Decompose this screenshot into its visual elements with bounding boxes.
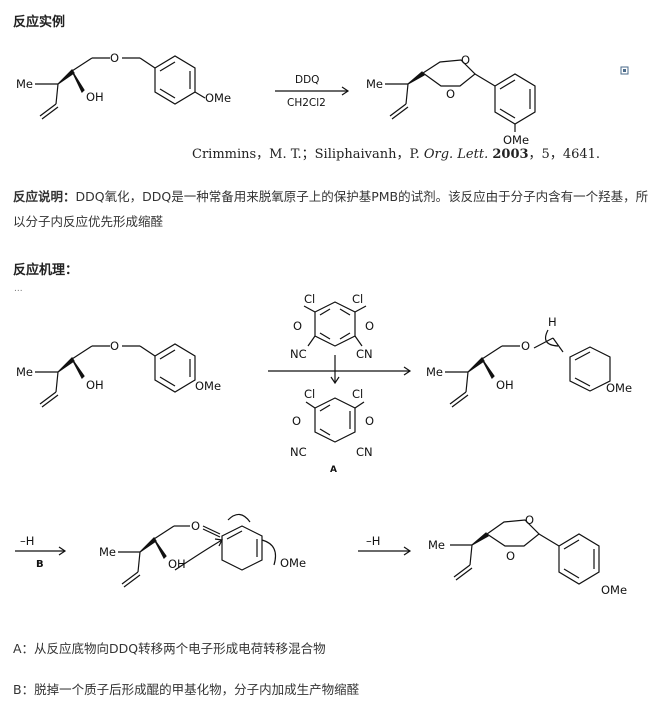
ddqh-nc: NC <box>290 445 307 459</box>
ref-authors: Crimmins，M. T.；Siliphaivanh，P. <box>192 147 424 162</box>
ddq-o-2: O <box>365 319 374 333</box>
product-atom-me: Me <box>366 77 383 91</box>
ddq-o-1: O <box>293 319 302 333</box>
mech-atom-ome: OMe <box>195 379 221 393</box>
atom-o: O <box>110 51 119 65</box>
reagent-solvent: CH2Cl2 <box>287 97 326 109</box>
mech-atom-o: O <box>110 339 119 353</box>
qm-atom-o: O <box>191 519 200 533</box>
label-b-scheme: B <box>36 559 44 570</box>
reagent-ddq: DDQ <box>295 74 319 86</box>
qm-atom-me: Me <box>99 545 116 559</box>
ref-year: 2003 <box>492 147 529 162</box>
product-atom-o1: O <box>461 53 470 67</box>
deprot-label-1: –H <box>20 534 34 548</box>
ox-atom-ome: OMe <box>606 381 632 395</box>
ox-atom-o: O <box>521 339 530 353</box>
qm-atom-ome: OMe <box>280 556 306 570</box>
product-atom-ome: OMe <box>503 133 529 147</box>
ddq-cl-2: Cl <box>352 292 363 306</box>
atom-ome: OMe <box>205 91 231 105</box>
note-a: A：从反应底物向DDQ转移两个电子形成电荷转移混合物 <box>13 641 326 656</box>
ellipsis: ... <box>14 284 23 294</box>
reaction-explanation: 反应说明：DDQ氧化，DDQ是一种常备用来脱氧原子上的保护基PMB的试剂。该反应… <box>13 184 658 234</box>
ddqh-o-1: O <box>292 414 301 428</box>
ddqh-cl-1: Cl <box>304 387 315 401</box>
ddqh-cl-2: Cl <box>352 387 363 401</box>
explanation-text: DDQ氧化，DDQ是一种常备用来脱氧原子上的保护基PMB的试剂。该反应由于分子内… <box>13 189 649 229</box>
ddq-cl-1: Cl <box>304 292 315 306</box>
final-atom-me: Me <box>428 538 445 552</box>
mech-atom-oh: OH <box>86 378 104 392</box>
ddqh-o-2: O <box>365 414 374 428</box>
atom-oh: OH <box>86 90 104 104</box>
final-atom-o1: O <box>525 513 534 527</box>
product-atom-o2: O <box>446 87 455 101</box>
ref-volume-page: ，5，4641. <box>528 147 601 162</box>
atom-me: Me <box>16 77 33 91</box>
ref-journal: Org. Lett. <box>423 147 489 162</box>
literature-reference: Crimmins，M. T.；Siliphaivanh，P. Org. Lett… <box>192 143 600 162</box>
ddq-nc: NC <box>290 347 307 361</box>
mech-atom-me: Me <box>16 365 33 379</box>
ox-atom-me: Me <box>426 365 443 379</box>
section-title-explanation: 反应说明： <box>13 189 76 204</box>
label-a-scheme: A <box>330 465 337 475</box>
ddq-cn: CN <box>356 347 373 361</box>
final-atom-ome: OMe <box>601 583 627 597</box>
qm-atom-oh: OH <box>168 557 186 571</box>
section-title-example: 反应实例 <box>13 15 66 30</box>
note-b: B：脱掉一个质子后形成醌的甲基化物，分子内加成生产物缩醛 <box>13 682 360 697</box>
ox-atom-h: H <box>548 315 557 329</box>
ddqh-cn: CN <box>356 445 373 459</box>
section-title-mechanism: 反应机理： <box>13 263 79 278</box>
deprot-label-2: –H <box>366 534 380 548</box>
ox-atom-oh: OH <box>496 378 514 392</box>
final-atom-o2: O <box>506 549 515 563</box>
